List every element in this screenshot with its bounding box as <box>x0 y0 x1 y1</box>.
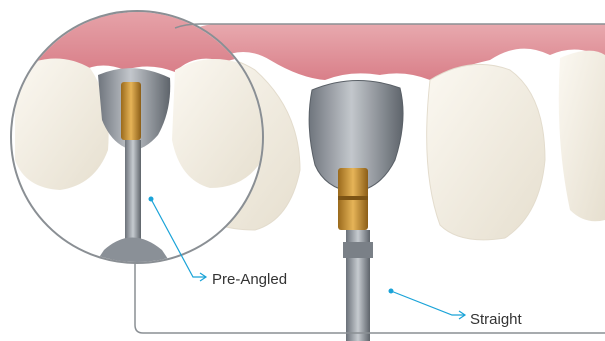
straight-label: Straight <box>470 311 522 328</box>
pre-angled-label: Pre-Angled <box>212 271 287 288</box>
tooth-right <box>427 64 545 239</box>
tooth-zoom-left <box>15 58 109 190</box>
gold-connector-zoom <box>121 82 141 140</box>
shaft-zoom <box>125 140 141 250</box>
